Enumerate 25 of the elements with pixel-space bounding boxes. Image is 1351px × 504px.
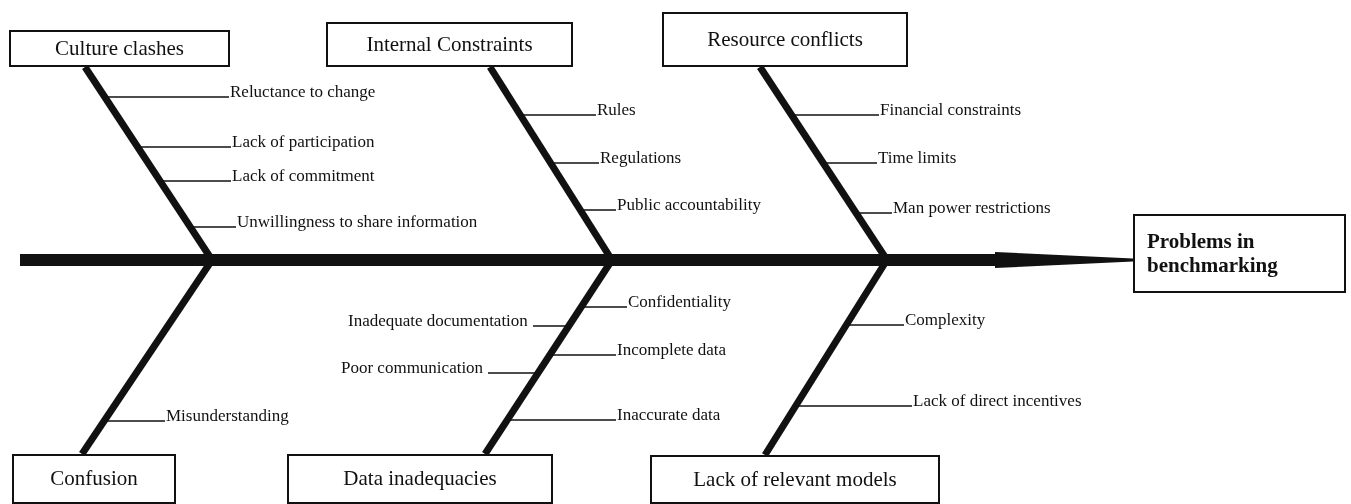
cause-label: Man power restrictions	[893, 199, 1051, 216]
cause-label: Inadequate documentation	[348, 312, 528, 329]
cause-label: Lack of direct incentives	[913, 392, 1082, 409]
category-box: Internal Constraints	[326, 22, 573, 67]
effect-box: Problems in benchmarking	[1133, 214, 1346, 293]
cause-label: Poor communication	[341, 359, 484, 376]
category-box: Culture clashes	[9, 30, 230, 67]
cause-label: Incomplete data	[617, 341, 727, 358]
cause-label: Confidentiality	[628, 293, 731, 310]
cause-label: Regulations	[600, 149, 682, 166]
cause-label: Lack of participation	[232, 133, 375, 150]
cause-label: Unwillingness to share information	[237, 213, 478, 230]
category-box: Confusion	[12, 454, 176, 504]
cause-label: Lack of commitment	[232, 167, 375, 184]
cause-label: Reluctance to change	[230, 83, 376, 100]
category-box: Data inadequacies	[287, 454, 553, 504]
category-box: Lack of relevant models	[650, 455, 940, 504]
category-box: Resource conflicts	[662, 12, 908, 67]
cause-label: Time limits	[878, 149, 957, 166]
cause-label: Complexity	[905, 311, 986, 328]
cause-label: Financial constraints	[880, 101, 1022, 118]
cause-label: Rules	[597, 101, 636, 118]
cause-label: Misunderstanding	[166, 407, 289, 424]
cause-label: Public accountability	[617, 196, 761, 213]
cause-label: Inaccurate data	[617, 406, 721, 423]
